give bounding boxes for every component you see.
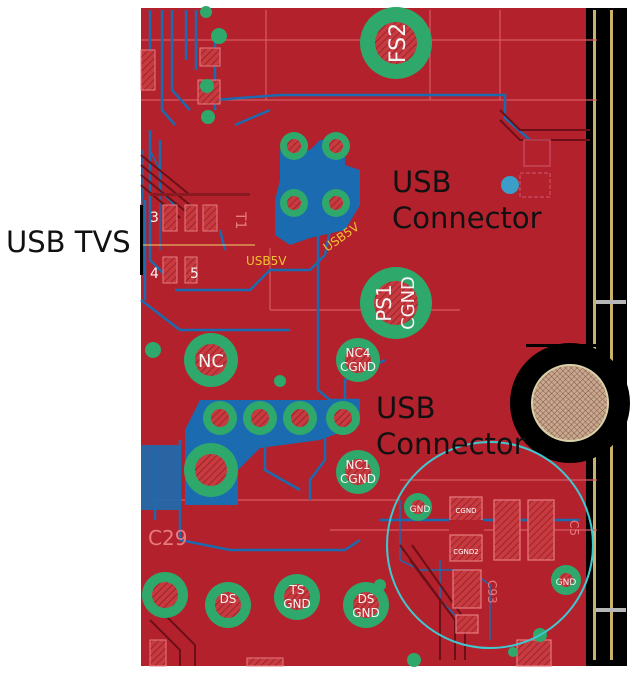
pad-ts: TS GND bbox=[274, 574, 320, 620]
pad-nc4: NC4 CGND bbox=[336, 338, 380, 382]
silk-c29: C29 bbox=[148, 526, 187, 550]
usb-pads-top bbox=[280, 132, 350, 217]
silk-pin3: 3 bbox=[150, 210, 159, 226]
pad-ts-label2: GND bbox=[283, 597, 311, 611]
pad-ps1: PS1 CGND bbox=[360, 267, 432, 339]
pad-nc4-label1: NC4 bbox=[346, 346, 371, 360]
tvs-footprint bbox=[143, 193, 255, 284]
pad-ds: DS GND bbox=[343, 582, 389, 628]
pad-gnd-left-label: GND bbox=[410, 505, 431, 515]
silk-pin5: 5 bbox=[190, 266, 199, 282]
annotation-usb-connector-mid-line2: Connector bbox=[376, 427, 526, 461]
silk-usb5v-b: USB5V bbox=[321, 219, 363, 254]
silk-usb5v-a: USB5V bbox=[246, 254, 287, 268]
pad-bottom-1 bbox=[142, 572, 188, 618]
pad-nc1-label2: CGND bbox=[340, 472, 376, 486]
annotation-usb-connector-top-line1: USB bbox=[392, 165, 452, 199]
usb-pads-row bbox=[203, 401, 360, 435]
highlight-circle bbox=[386, 441, 594, 649]
silk-c93: C93 bbox=[485, 580, 499, 604]
pad-lower-left bbox=[184, 443, 238, 497]
silk-c5: C5 bbox=[567, 520, 581, 536]
annotation-usb-connector-mid-line1: USB bbox=[376, 391, 436, 425]
label-cgnd: CGND bbox=[456, 507, 477, 515]
usb-copper-region bbox=[275, 140, 360, 245]
pad-ps1-label2: CGND bbox=[398, 276, 419, 330]
pad-nc4-label2: CGND bbox=[340, 360, 376, 374]
pad-gnd-right: GND bbox=[551, 565, 581, 595]
pad-ds-small-label: DS bbox=[220, 592, 237, 606]
pad-fs2: FS2 bbox=[360, 7, 432, 79]
pad-nc-label: NC bbox=[198, 351, 224, 372]
pad-gnd-right-label: GND bbox=[556, 578, 577, 588]
pad-fs2-label: FS2 bbox=[386, 23, 411, 63]
label-cgnd2: CGND2 bbox=[453, 548, 478, 556]
annotation-usb-tvs: USB TVS bbox=[6, 225, 131, 259]
pad-nc1: NC1 CGND bbox=[336, 450, 380, 494]
pad-ts-label1: TS bbox=[289, 583, 305, 597]
silk-t1: T1 bbox=[232, 211, 248, 229]
pad-ps1-label1: PS1 bbox=[372, 284, 396, 321]
pad-ds-small: DS bbox=[205, 582, 251, 628]
pad-gnd-left: GND bbox=[404, 493, 432, 521]
silk-pin4: 4 bbox=[150, 266, 159, 282]
pad-ds-label2: GND bbox=[352, 606, 380, 620]
pad-ds-label1: DS bbox=[358, 592, 375, 606]
annotation-usb-connector-top-line2: Connector bbox=[392, 201, 542, 235]
pad-nc1-label1: NC1 bbox=[346, 458, 371, 472]
pad-nc: NC bbox=[184, 333, 238, 387]
